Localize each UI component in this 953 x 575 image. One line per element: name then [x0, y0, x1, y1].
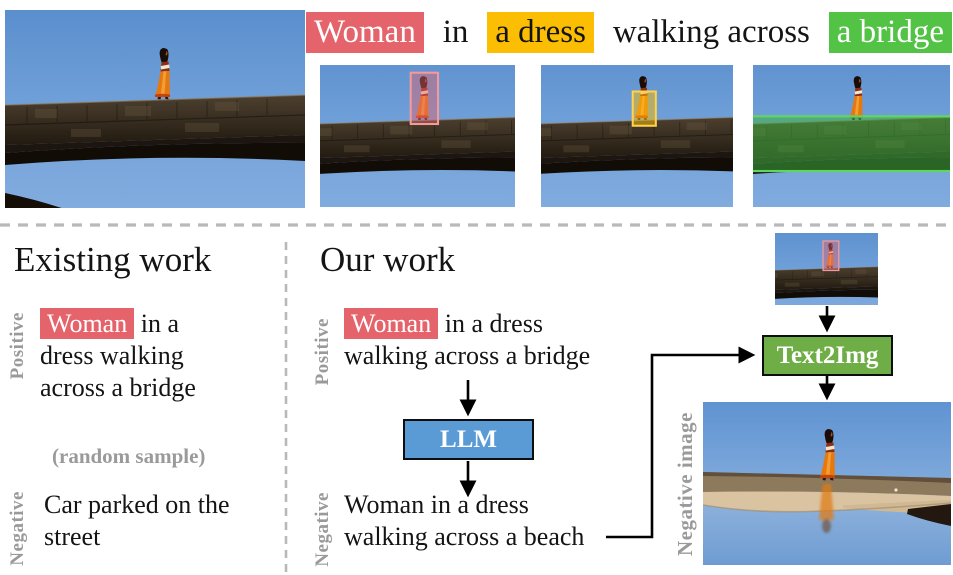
woman-bbox — [822, 240, 840, 272]
positive-line2: walking across a bridge — [344, 341, 591, 371]
negative-label-ours: Negative — [312, 492, 333, 567]
our-work-heading: Our work — [320, 240, 456, 279]
existing-negative-text: Car parked on the street — [44, 489, 230, 553]
positive-line3: across a bridge — [40, 373, 196, 403]
positive-label-existing: Positive — [7, 312, 28, 380]
negative-line1: Car parked on the — [44, 490, 230, 519]
positive-label-ours: Positive — [312, 318, 333, 386]
negative-line1: Woman in a dress — [344, 490, 529, 519]
highlighted-woman: Woman — [344, 308, 439, 339]
llm-box: LLM — [403, 419, 534, 460]
negative-line2: walking across a beach — [344, 522, 585, 552]
highlighted-woman: Woman — [40, 308, 135, 339]
caption-phrase-dress: a dress — [487, 11, 594, 53]
our-positive-text: Woman in a dress walking across a bridge — [344, 308, 590, 372]
positive-crop-image — [775, 233, 878, 305]
positive-line1-rest: in a dress — [444, 309, 543, 338]
positive-line2: dress walking — [40, 341, 184, 371]
existing-positive-text: Woman in a dress walking across a bridge — [40, 308, 196, 405]
caption-words-walking-across: walking across — [612, 13, 810, 50]
random-sample-note: (random sample) — [52, 444, 206, 468]
grounding-image-dress — [541, 65, 733, 207]
woman-bbox — [409, 71, 440, 126]
negative-beach-image — [703, 402, 951, 565]
our-negative-text: Woman in a dress walking across a beach — [344, 489, 584, 553]
positive-line1-rest: in a — [140, 309, 179, 338]
caption: Woman in a dress walking across a bridge — [306, 9, 952, 55]
bridge-bbox — [753, 115, 950, 173]
caption-phrase-bridge: a bridge — [828, 11, 952, 53]
caption-word-in: in — [442, 13, 469, 50]
negative-label-existing: Negative — [7, 491, 28, 566]
grounding-image-woman — [320, 65, 515, 207]
bridge-photo — [5, 10, 305, 208]
negative-line2: street — [44, 522, 101, 552]
dress-bbox — [631, 90, 657, 127]
text2img-box: Text2Img — [762, 335, 893, 376]
grounding-image-bridge — [753, 65, 950, 207]
existing-work-heading: Existing work — [14, 240, 212, 279]
caption-phrase-woman: Woman — [306, 11, 424, 53]
negative-image-label: Negative image — [673, 412, 697, 557]
